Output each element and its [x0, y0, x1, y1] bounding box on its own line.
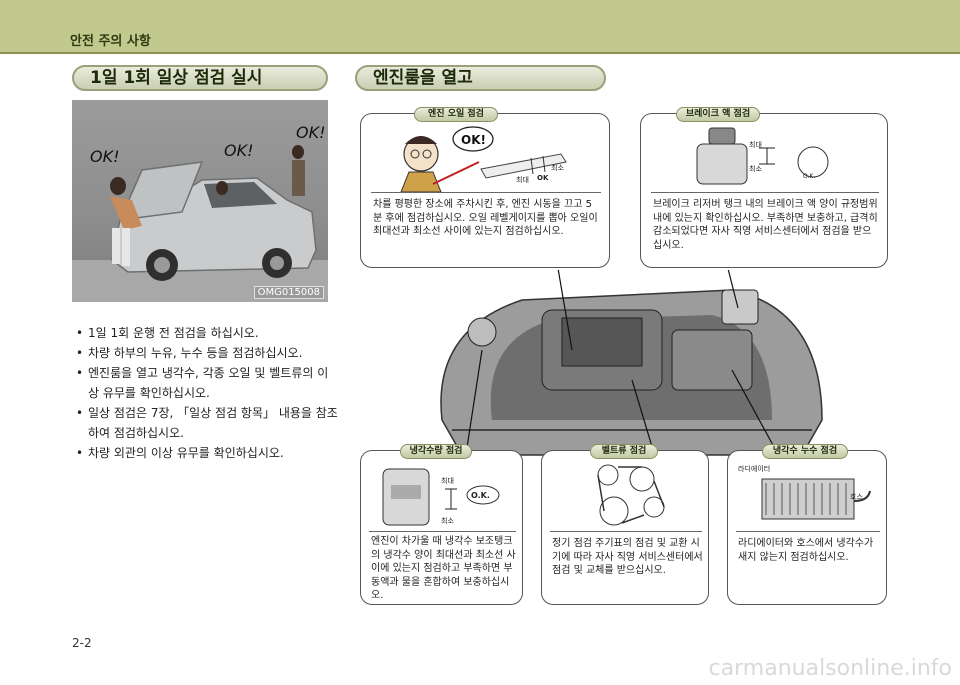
coolant-min-label: 최소: [441, 516, 454, 525]
page-section-title: 안전 주의 사항: [70, 34, 151, 49]
coolant-leak-card: 라디에이터 호스 라디에이터와 호스에서 냉각수가 새지 않는지 점검하십시오.: [727, 450, 887, 605]
coolant-level-instruction: 엔진이 차가울 때 냉각수 보조탱크의 냉각수 양이 최대선과 최소선 사이에 …: [371, 536, 516, 601]
card-divider: [736, 531, 880, 532]
daily-check-bullets: 1일 1회 운행 전 점검을 하십시오. 차량 하부의 누유, 누수 등을 점검…: [76, 323, 338, 463]
header-divider: [0, 52, 960, 54]
brake-min-label: 최소: [749, 164, 762, 173]
card-divider: [651, 192, 879, 193]
tag-brake-fluid: 브레이크 액 점검: [676, 107, 760, 122]
tag-belt: 벨트류 점검: [590, 444, 658, 459]
brake-reservoir-illustration: 최대 최소 O.K.: [696, 127, 829, 185]
brake-fluid-instruction: 브레이크 리저버 탱크 내의 브레이크 액 양이 규정범위 내에 있는지 확인하…: [653, 199, 878, 251]
card-divider: [371, 192, 601, 193]
daily-check-heading: 1일 1회 일상 점검 실시: [72, 65, 328, 91]
radiator-illustration: 라디에이터 호스: [738, 464, 871, 520]
bullet-item: 차량 외관의 이상 유무를 확인하십시오.: [76, 443, 338, 463]
coolant-ok-label: O.K.: [471, 491, 490, 500]
engine-oil-instruction: 차를 평평한 장소에 주차시킨 후, 엔진 시동을 끄고 5분 후에 점검하십시…: [373, 199, 598, 237]
brake-fluid-card: 최대 최소 O.K. 브레이크 리저버 탱크 내의 브레이크 액 양이 규정범위…: [640, 113, 888, 268]
daily-check-photo: OK! OK! OK! OMG015008: [72, 100, 328, 302]
coolant-tank-illustration: 최대 최소 O.K.: [382, 468, 500, 526]
engine-bay-illustration: [440, 270, 823, 462]
page-number: 2-2: [72, 636, 92, 650]
belt-diagram-illustration: [597, 464, 665, 526]
ok-label-1: OK!: [90, 147, 120, 166]
watermark: carmanualsonline.info: [708, 656, 952, 681]
hose-label: 호스: [850, 493, 863, 501]
radiator-label: 라디에이터: [738, 464, 770, 473]
oil-bubble-ok: OK!: [461, 133, 486, 147]
oil-ok-label: OK: [537, 174, 549, 182]
belt-card: 정기 점검 주기표의 점검 및 교환 시기에 따라 자사 직영 서비스센터에서 …: [541, 450, 709, 605]
coolant-leak-instruction: 라디에이터와 호스에서 냉각수가 새지 않는지 점검하십시오.: [738, 538, 874, 563]
card-divider: [550, 531, 702, 532]
engine-oil-card: OK! 최대 최소 OK 차를 평평한 장소에 주차시킨 후, 엔진 시동을 끄…: [360, 113, 610, 268]
tag-coolant-level: 냉각수량 점검: [400, 444, 472, 459]
engine-room-heading: 엔진룸을 열고: [355, 65, 606, 91]
oil-max-label: 최대: [516, 175, 529, 184]
illustration-code: OMG015008: [253, 286, 324, 299]
tag-coolant-leak: 냉각수 누수 점검: [762, 444, 848, 459]
belt-instruction: 정기 점검 주기표의 점검 및 교환 시기에 따라 자사 직영 서비스센터에서 …: [552, 538, 703, 576]
oil-min-label: 최소: [551, 163, 564, 172]
brake-ok-label: O.K.: [803, 173, 815, 180]
ok-label-2: OK!: [224, 141, 254, 160]
bullet-item: 1일 1회 운행 전 점검을 하십시오.: [76, 323, 338, 343]
bullet-item: 엔진룸을 열고 냉각수, 각종 오일 및 벨트류의 이상 유무를 확인하십시오.: [76, 363, 338, 403]
header-band: [0, 0, 960, 52]
tag-engine-oil: 엔진 오일 점검: [414, 107, 498, 122]
brake-max-label: 최대: [749, 140, 762, 149]
ok-label-3: OK!: [296, 123, 326, 142]
car-inspection-illustration: OK! OK! OK!: [72, 123, 328, 302]
engine-oil-illustration: OK! 최대 최소 OK: [400, 126, 567, 193]
card-divider: [369, 531, 516, 532]
bullet-item: 차량 하부의 누유, 누수 등을 점검하십시오.: [76, 343, 338, 363]
coolant-level-card: 최대 최소 O.K. 엔진이 차가울 때 냉각수 보조탱크의 냉각수 양이 최대…: [360, 450, 523, 605]
bullet-item: 일상 점검은 7장, 「일상 점검 항목」 내용을 참조하여 점검하십시오.: [76, 403, 338, 443]
coolant-max-label: 최대: [441, 476, 454, 485]
